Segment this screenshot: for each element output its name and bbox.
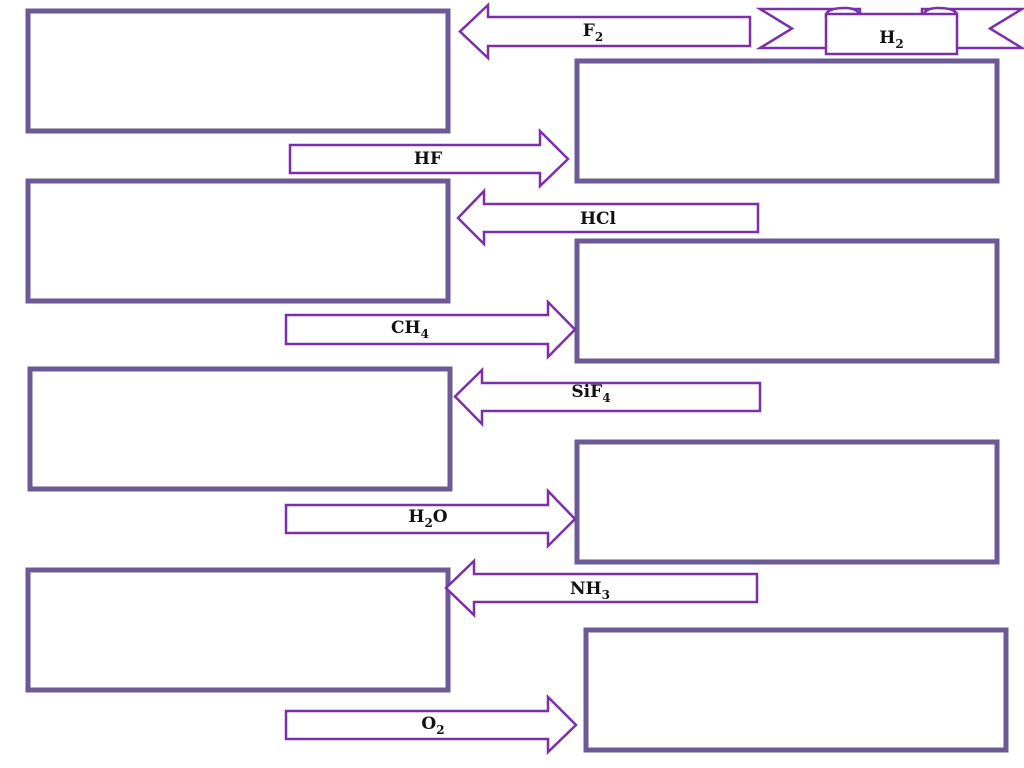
arrow-label: O2 [421,714,444,737]
box-right-1 [574,58,1000,184]
arrow-label: H2O [408,507,447,530]
box-left-2 [25,178,451,304]
arrow-nh3: NH3 [444,558,759,618]
box-left-4 [25,567,451,693]
arrow-shape [288,127,570,189]
box-left-1 [25,8,451,134]
ribbon-banner: H2 [755,6,1024,56]
arrow-shape [284,693,578,755]
banner-label: H2 [879,28,903,51]
arrow-label: HF [414,149,442,169]
arrow-shape [284,487,577,550]
arrow-label: NH3 [570,579,610,602]
arrow-hcl: HCl [456,187,760,248]
arrow-shape [456,187,760,248]
ribbon-center [824,12,959,56]
arrow-label: F2 [583,21,603,44]
arrow-sif4: SiF4 [453,367,762,428]
box-right-3 [574,439,1000,565]
arrow-f2: F2 [458,2,752,61]
arrow-label: SiF4 [571,382,610,405]
arrow-ch4: CH4 [284,298,577,361]
arrow-label: HCl [580,209,617,229]
box-right-2 [574,238,1000,364]
arrow-hf: HF [288,127,570,189]
arrow-shape [458,2,752,61]
arrow-shape [444,558,759,618]
arrow-label: CH4 [391,318,429,341]
arrow-shape [453,367,762,428]
arrow-shape [284,298,577,361]
box-right-4 [583,627,1009,753]
box-left-3 [27,366,453,492]
arrow-o2: O2 [284,693,578,755]
arrow-h2o: H2O [284,487,577,550]
